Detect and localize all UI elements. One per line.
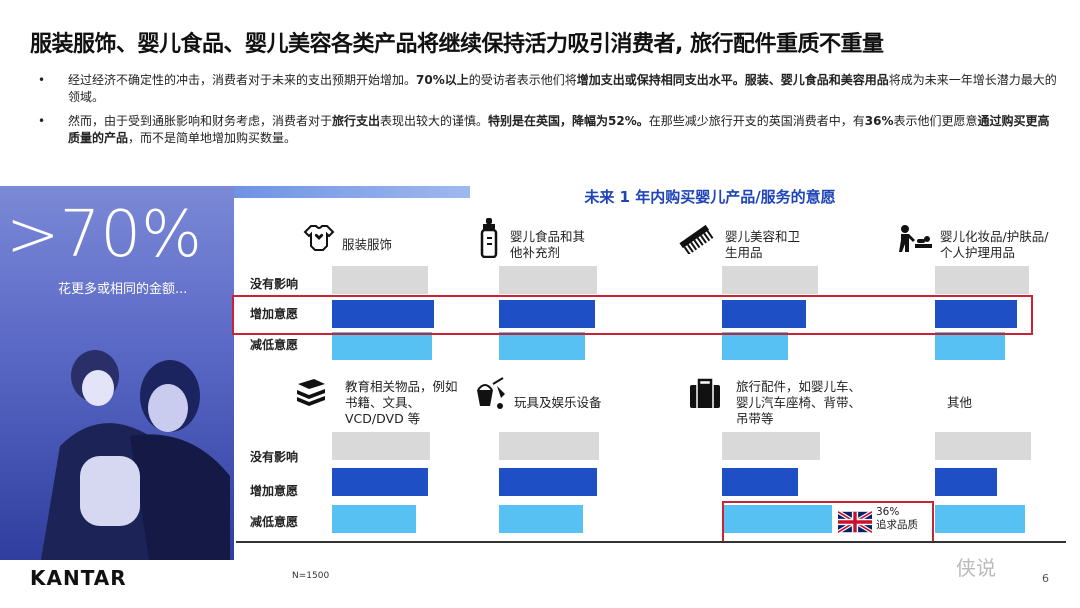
row-label-decrease: 减低意愿 bbox=[250, 338, 299, 352]
bar-7-no-effect bbox=[935, 432, 1031, 460]
bullet-1-text-e: 将成为未来一年增长潜力最大的领域。 bbox=[68, 73, 1057, 104]
bullet-2-text-h: 通过购买更高质量的产品 bbox=[68, 114, 1050, 145]
bullet-2-text-g: 表示他们更愿意 bbox=[893, 114, 978, 128]
category-label-0: 服装服饰 bbox=[342, 237, 393, 252]
bullet-1-text-b: 70%以上 bbox=[416, 73, 469, 87]
books-icon bbox=[297, 379, 325, 406]
hero-photo: >70% 花更多或相同的金额... bbox=[0, 186, 234, 560]
comb-icon bbox=[679, 224, 714, 254]
bar-7-decrease bbox=[935, 505, 1025, 533]
bullet-2: 然而，由于受到通胀影响和财务考虑，消费者对于旅行支出表现出较大的谨慎。特别是在英… bbox=[38, 113, 1058, 147]
page-title: 服装服饰、婴儿食品、婴儿美容各类产品将继续保持活力吸引消费者, 旅行配件重质不重… bbox=[30, 32, 884, 57]
bar-6-increase bbox=[722, 468, 798, 496]
bullet-2-text-e: 在那些减少旅行开支的英国消费者中，有 bbox=[648, 114, 865, 128]
big-stat-caption: 花更多或相同的金额... bbox=[58, 282, 188, 297]
bar-4-decrease bbox=[332, 505, 416, 533]
row-label-decrease-2: 减低意愿 bbox=[250, 515, 299, 529]
bar-4-increase bbox=[332, 468, 428, 496]
luggage-icon bbox=[690, 378, 720, 408]
bullet-2-text-b: 旅行支出 bbox=[332, 114, 381, 128]
bullet-2-text-d: 特别是在英国，降幅为52%。 bbox=[488, 114, 649, 128]
row-label-increase: 增加意愿 bbox=[250, 307, 299, 321]
bar-1-decrease bbox=[499, 332, 585, 360]
category-label-6: 旅行配件，如婴儿车、婴儿汽车座椅、背带、吊带等 bbox=[736, 379, 862, 426]
category-label-1: 婴儿食品和其他补充剂 bbox=[510, 229, 586, 260]
category-label-4: 教育相关物品，例如书籍、文具、VCD/DVD 等 bbox=[345, 379, 458, 426]
bullet-2-text-f: 36% bbox=[864, 114, 894, 128]
uk-note: 36% 追求品质 bbox=[876, 506, 918, 532]
highlight-increase-row bbox=[232, 295, 1033, 335]
sample-size: N=1500 bbox=[292, 571, 330, 581]
bar-7-increase bbox=[935, 468, 997, 496]
bullet-1: 经过经济不确定性的冲击，消费者对于未来的支出预期开始增加。70%以上的受访者表示… bbox=[38, 72, 1058, 106]
baby-bottle-icon bbox=[480, 218, 498, 258]
uk-note-pct: 36% bbox=[876, 506, 900, 518]
bullet-2-text-c: 表现出较大的谨慎。 bbox=[380, 114, 489, 128]
bar-0-no-effect bbox=[332, 266, 428, 294]
onesie-icon bbox=[303, 225, 335, 251]
kantar-logo: KANTAR bbox=[30, 566, 127, 590]
bar-0-decrease bbox=[332, 332, 432, 360]
bar-1-no-effect bbox=[499, 266, 597, 294]
bar-2-decrease bbox=[722, 332, 788, 360]
category-label-2: 婴儿美容和卫生用品 bbox=[725, 229, 801, 260]
bullet-list: 经过经济不确定性的冲击，消费者对于未来的支出预期开始增加。70%以上的受访者表示… bbox=[38, 72, 1058, 154]
bar-6-no-effect bbox=[722, 432, 820, 460]
bar-5-increase bbox=[499, 468, 597, 496]
category-label-5: 玩具及娱乐设备 bbox=[514, 395, 602, 410]
bullet-1-text-d: 增加支出或保持相同支出水平。服装、婴儿食品和美容用品 bbox=[576, 73, 889, 87]
bullet-2-text-a: 然而，由于受到通胀影响和财务考虑，消费者对于 bbox=[68, 114, 333, 128]
uk-note-text: 追求品质 bbox=[876, 519, 918, 531]
bar-2-no-effect bbox=[722, 266, 818, 294]
bar-5-decrease bbox=[499, 505, 583, 533]
bar-3-decrease bbox=[935, 332, 1005, 360]
bar-4-no-effect bbox=[332, 432, 430, 460]
chart-title: 未来 1 年内购买婴儿产品/服务的意愿 bbox=[584, 188, 836, 206]
mother-child-illustration bbox=[41, 350, 230, 560]
category-label-7: 其他 bbox=[947, 395, 973, 410]
bar-5-no-effect bbox=[499, 432, 599, 460]
bullet-1-text-a: 经过经济不确定性的冲击，消费者对于未来的支出预期开始增加。 bbox=[68, 73, 417, 87]
bar-3-no-effect bbox=[935, 266, 1029, 294]
bullet-2-text-i: ，而不是简单地增加购买数量。 bbox=[128, 131, 297, 145]
page-number: 6 bbox=[1042, 572, 1049, 585]
toy-bucket-icon bbox=[477, 377, 505, 409]
big-stat: >70% bbox=[6, 198, 202, 272]
category-label-3: 婴儿化妆品/护肤品/个人护理用品 bbox=[940, 229, 1049, 260]
row-label-no-effect-2: 没有影响 bbox=[250, 450, 299, 464]
bullet-1-text-c: 的受访者表示他们将 bbox=[468, 73, 577, 87]
uk-flag-icon bbox=[838, 511, 872, 533]
row-label-increase-2: 增加意愿 bbox=[250, 484, 299, 498]
row-label-no-effect: 没有影响 bbox=[250, 277, 299, 291]
watermark: 侠说 bbox=[956, 556, 996, 580]
axis-baseline bbox=[236, 541, 1066, 543]
diaper-change-icon bbox=[899, 225, 932, 252]
